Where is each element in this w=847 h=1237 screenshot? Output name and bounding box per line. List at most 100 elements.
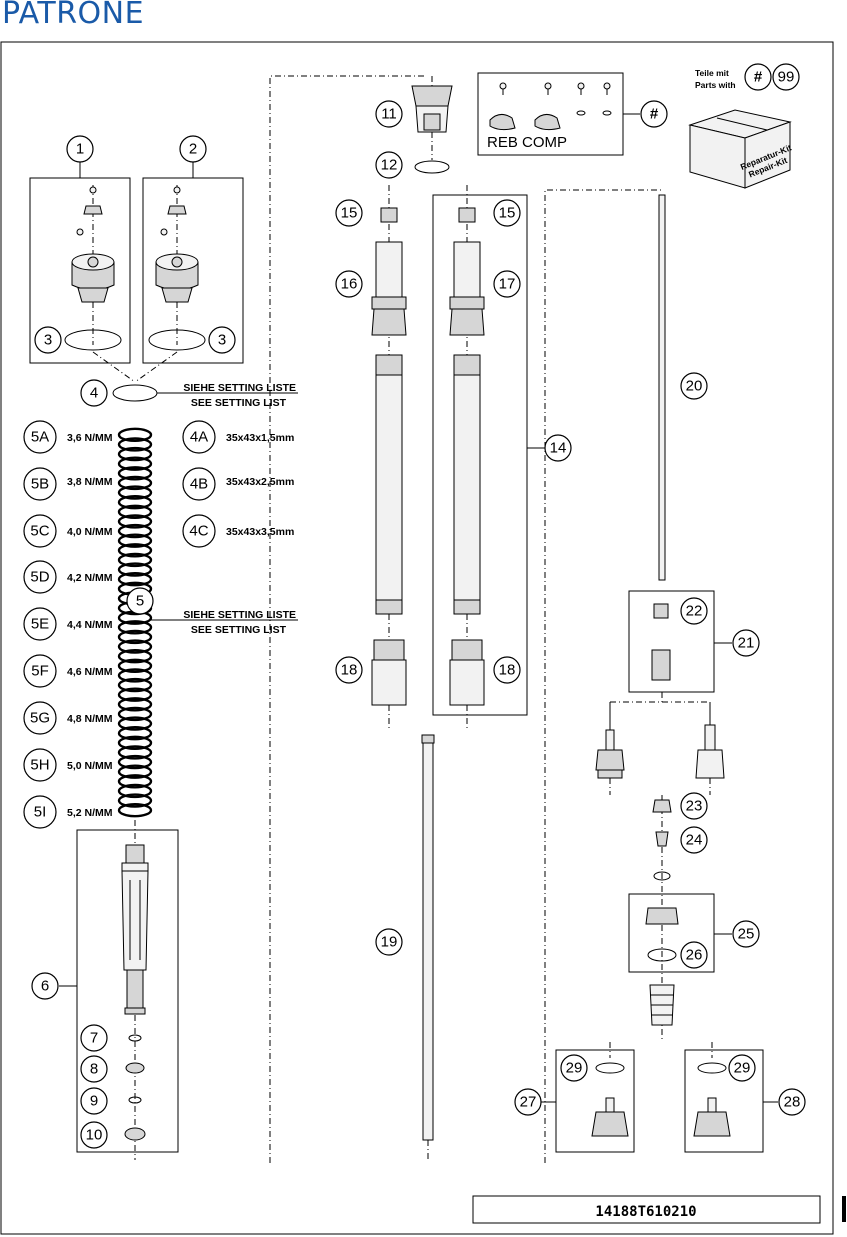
part-28-base-valve <box>693 1042 731 1137</box>
svg-text:5: 5 <box>136 593 144 610</box>
callout-9: 9 <box>80 1087 108 1115</box>
svg-text:4B: 4B <box>190 476 208 493</box>
svg-text:27: 27 <box>520 1094 537 1111</box>
spring-coil <box>117 745 153 760</box>
reb-comp-label: REB COMP <box>487 134 567 151</box>
spring-rate-5A: 3,6 N/MM <box>67 432 113 444</box>
setting-note-de-5: SIEHE SETTING LISTE <box>183 609 296 621</box>
spring-rate-5I: 5,2 N/MM <box>67 807 113 819</box>
spring-coil <box>117 687 153 702</box>
svg-text:3: 3 <box>44 332 52 349</box>
spring-coil <box>117 562 153 577</box>
svg-text:4C: 4C <box>189 523 208 540</box>
kit-label-en: Parts with <box>695 80 736 90</box>
spring-coil <box>117 639 153 654</box>
svg-text:16: 16 <box>341 276 358 293</box>
part-19-damper-rod <box>421 734 435 1162</box>
spring-coil <box>117 668 153 683</box>
callout-5H: 5H <box>23 748 57 782</box>
svg-text:18: 18 <box>341 662 358 679</box>
svg-text:17: 17 <box>499 276 516 293</box>
svg-text:5D: 5D <box>30 569 49 586</box>
spring-rate-5E: 4,4 N/MM <box>67 619 113 631</box>
svg-text:19: 19 <box>381 934 398 951</box>
spring-coil <box>117 735 153 750</box>
spring-coil <box>117 774 153 789</box>
callout-5I: 5I <box>23 795 57 829</box>
part-23-nut <box>652 799 672 813</box>
svg-text:99: 99 <box>778 69 795 86</box>
svg-text:25: 25 <box>738 926 755 943</box>
callout-3-left: 3 <box>34 326 62 354</box>
spring-coil <box>117 514 153 529</box>
spring-rate-5B: 3,8 N/MM <box>67 476 113 488</box>
callout-5: 5 <box>126 587 154 615</box>
box-part-14 <box>432 194 528 716</box>
part-6-cartridge <box>121 820 149 1160</box>
svg-text:4: 4 <box>90 385 98 402</box>
spring-coil <box>117 572 153 587</box>
callout-20: 20 <box>680 372 708 400</box>
callout-2: 2 <box>179 135 207 163</box>
svg-text:5B: 5B <box>31 476 49 493</box>
box-part-6 <box>76 829 179 1153</box>
diagram-frame <box>0 41 834 1235</box>
spring-coil <box>117 446 153 462</box>
box-part-25 <box>628 893 715 973</box>
callout-1: 1 <box>66 135 94 163</box>
part-20-rod <box>658 194 666 581</box>
kit-label-de: Teile mit <box>695 68 729 78</box>
callout-12: 12 <box>375 151 403 179</box>
callout-5C: 5C <box>23 514 57 548</box>
valve-right <box>695 702 725 795</box>
callout-5E: 5E <box>23 607 57 641</box>
callout-29-left: 29 <box>560 1054 588 1082</box>
svg-text:20: 20 <box>686 378 703 395</box>
callout-25: 25 <box>732 920 760 948</box>
svg-text:7: 7 <box>90 1030 98 1047</box>
part-25-piston <box>645 907 679 962</box>
spring-coil <box>117 697 153 712</box>
spring-rate-5D: 4,2 N/MM <box>67 572 113 584</box>
callout-6: 6 <box>31 972 59 1000</box>
spring-coil <box>117 620 153 635</box>
callout-17: 17 <box>493 270 521 298</box>
svg-text:10: 10 <box>86 1127 103 1144</box>
spring-coil <box>117 706 153 722</box>
repair-kit-box-illustration <box>688 109 792 189</box>
svg-text:24: 24 <box>686 832 703 849</box>
spring-coil <box>117 523 153 539</box>
svg-text:15: 15 <box>499 205 516 222</box>
callout-28: 28 <box>778 1088 806 1116</box>
svg-text:18: 18 <box>499 662 516 679</box>
part-16-inner-tube <box>371 185 407 730</box>
callout-24: 24 <box>680 826 708 854</box>
svg-text:2: 2 <box>189 141 197 158</box>
callout-18-right: 18 <box>493 656 521 684</box>
spring-coil <box>117 543 153 558</box>
svg-text:1: 1 <box>76 141 84 158</box>
callout-14: 14 <box>544 434 572 462</box>
svg-text:5I: 5I <box>34 804 47 821</box>
callout-26: 26 <box>680 941 708 969</box>
spring-coil <box>117 485 153 500</box>
callout-hash-reb-comp: # <box>640 100 668 128</box>
callout-4A: 4A <box>182 420 216 454</box>
callout-99: 99 <box>772 63 800 91</box>
spring-coil <box>117 533 153 548</box>
part-22-seat <box>651 603 671 681</box>
spring-coil <box>117 456 153 471</box>
spring-coil <box>117 629 153 645</box>
spring-coil <box>117 803 153 818</box>
spring-coil <box>117 504 153 519</box>
svg-text:5A: 5A <box>31 429 49 446</box>
spring-rate-5G: 4,8 N/MM <box>67 713 113 725</box>
svg-text:5H: 5H <box>30 757 49 774</box>
spring-coil <box>117 658 153 673</box>
page-title: PATRONE <box>2 0 145 31</box>
callout-5G: 5G <box>23 701 57 735</box>
frame-tab-mark <box>842 1196 846 1222</box>
valve-left <box>595 702 625 795</box>
callout-4B: 4B <box>182 467 216 501</box>
